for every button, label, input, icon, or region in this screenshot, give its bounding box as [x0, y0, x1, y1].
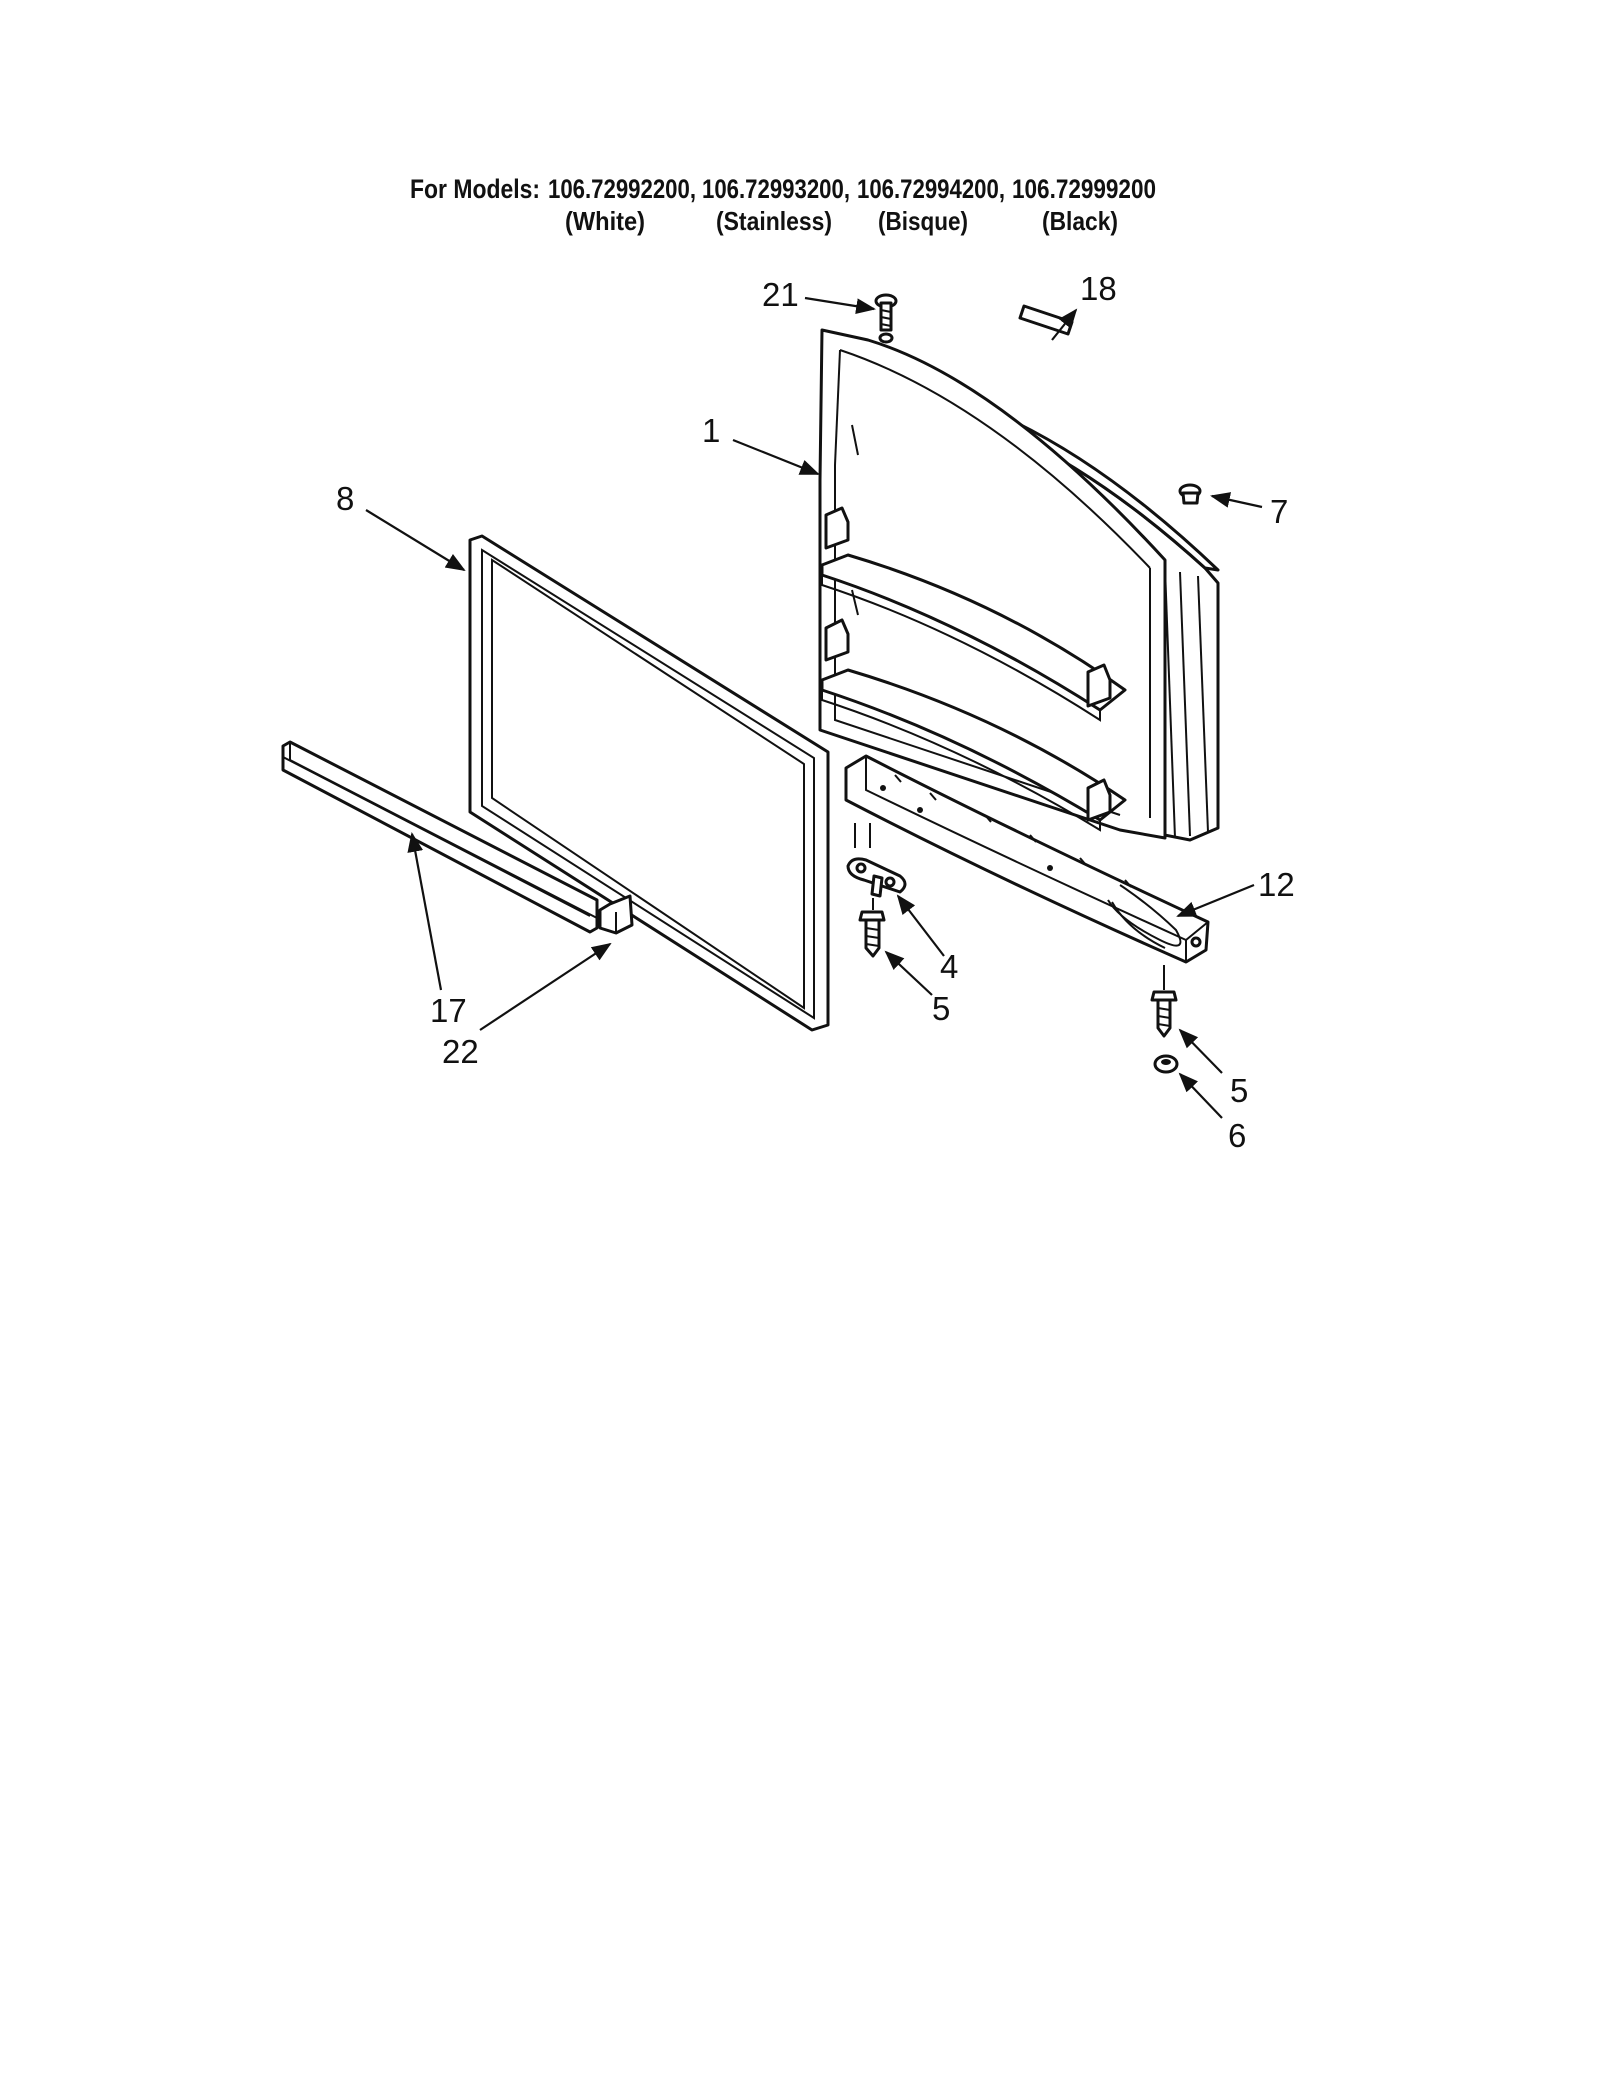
leader-lines — [365, 296, 1263, 1119]
callout-5b: 5 — [1230, 1072, 1248, 1109]
screw-part-21 — [874, 293, 898, 344]
callout-labels: 1 21 18 7 8 12 4 5 17 22 5 6 — [336, 270, 1295, 1154]
leader-17 — [407, 832, 443, 991]
model-color-stainless: (Stainless) — [716, 206, 832, 236]
callout-22: 22 — [442, 1033, 479, 1070]
callout-12: 12 — [1258, 866, 1295, 903]
callout-8: 8 — [336, 480, 354, 517]
leader-7 — [1210, 492, 1263, 509]
leader-12 — [1176, 883, 1255, 918]
callout-18: 18 — [1080, 270, 1117, 307]
callout-4: 4 — [940, 948, 958, 985]
model-number-white: 106.72992200, — [548, 174, 696, 204]
model-number-stainless: 106.72993200, — [702, 174, 850, 204]
callout-17: 17 — [430, 992, 467, 1029]
model-number-black: 106.72999200 — [1012, 174, 1156, 204]
leader-18 — [1051, 308, 1078, 341]
label-part-18 — [1018, 304, 1074, 336]
leader-5a — [884, 950, 933, 996]
models-prefix: For Models: — [410, 174, 540, 204]
screw-part-5b — [1150, 965, 1178, 1038]
leader-21 — [804, 296, 876, 315]
door-liner-part — [818, 328, 1220, 842]
model-number-bisque: 106.72994200, — [857, 174, 1005, 204]
hinge-part-4 — [846, 823, 907, 898]
leader-4 — [896, 894, 945, 957]
callout-21: 21 — [762, 276, 799, 313]
leader-6 — [1178, 1072, 1223, 1119]
handle-part-12 — [844, 754, 1210, 964]
callout-6: 6 — [1228, 1117, 1246, 1154]
callout-1: 1 — [702, 412, 720, 449]
model-color-black: (Black) — [1042, 206, 1118, 236]
gasket-part-8 — [468, 534, 830, 1032]
leader-1 — [732, 438, 820, 476]
leader-5b — [1178, 1028, 1223, 1074]
end-cap-part-22 — [598, 894, 634, 935]
nut-part-6 — [1153, 1054, 1179, 1074]
model-color-bisque: (Bisque) — [878, 206, 968, 236]
plug-part-7 — [1178, 483, 1202, 505]
screw-part-5a — [858, 898, 886, 958]
trim-part-17 — [281, 740, 599, 934]
leader-22 — [479, 942, 612, 1031]
model-header: For Models: 106.72992200, 106.72993200, … — [410, 174, 1156, 236]
model-color-white: (White) — [565, 206, 645, 236]
callout-5a: 5 — [932, 990, 950, 1027]
callout-7: 7 — [1270, 493, 1288, 530]
leader-8 — [365, 509, 466, 572]
